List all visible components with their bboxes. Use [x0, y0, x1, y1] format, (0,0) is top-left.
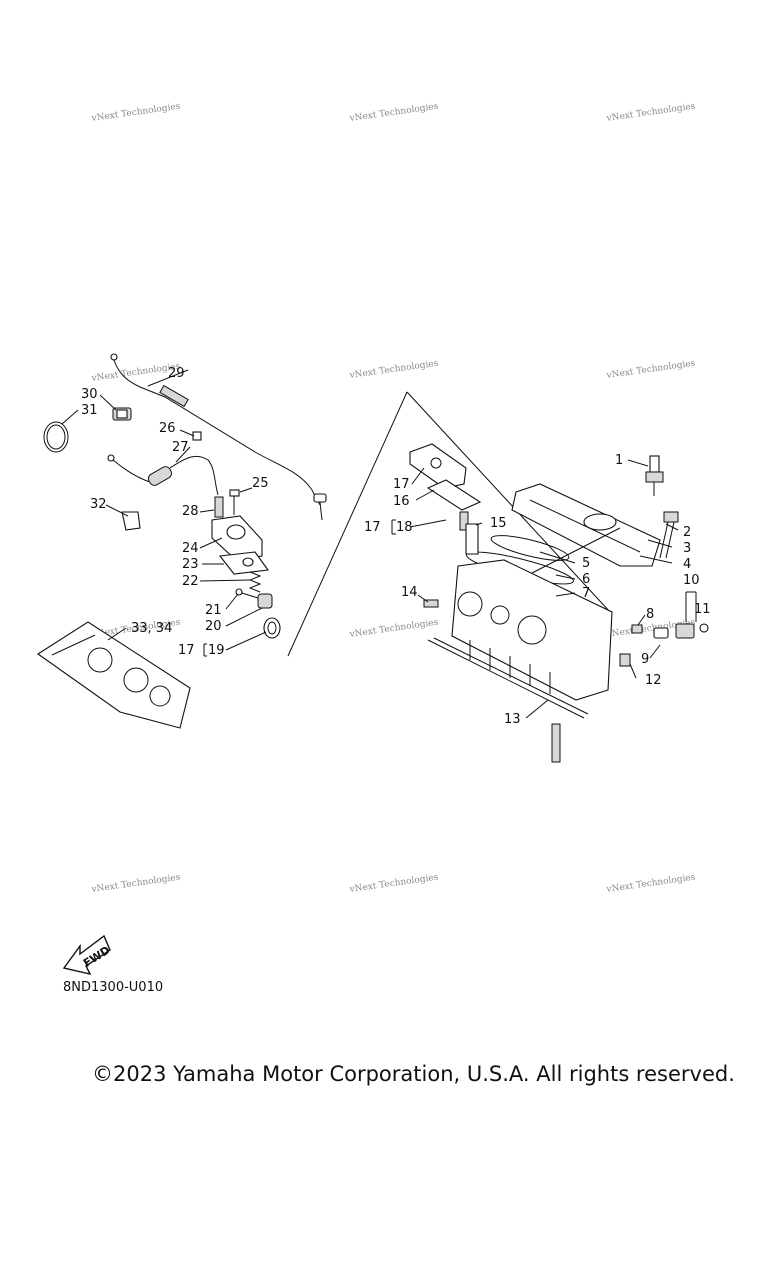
explosion-lines — [287, 391, 611, 657]
ring-clip — [43, 421, 69, 453]
watermark: vNext Technologies — [605, 359, 696, 382]
callout-14: 14 — [401, 585, 418, 600]
spring-22 — [248, 571, 262, 593]
callout-27: 27 — [172, 440, 189, 455]
stud-14 — [423, 599, 439, 608]
callout-11: 11 — [694, 602, 711, 617]
bolt-2 — [659, 511, 679, 559]
gasket-13 — [427, 637, 589, 763]
cylinder-head — [451, 559, 613, 701]
callout-20: 20 — [205, 619, 222, 634]
callout-17-mid: 17 — [364, 520, 381, 535]
callout-29: 29 — [168, 366, 185, 381]
bracket-32 — [121, 511, 141, 531]
callout-31: 31 — [81, 403, 98, 418]
callout-22: 22 — [182, 574, 199, 589]
callout-9: 9 — [641, 652, 649, 667]
callout-18: 18 — [396, 520, 413, 535]
callout-17-left: 17 — [178, 643, 195, 658]
watermark: vNext Technologies — [605, 873, 696, 896]
cable-clamp — [112, 407, 132, 421]
callout-19: 19 — [208, 643, 225, 658]
throttle-cable — [110, 353, 327, 521]
copyright-notice: ©2023 Yamaha Motor Corporation, U.S.A. A… — [92, 1062, 735, 1086]
diagram-code: 8ND1300-U010 — [63, 980, 164, 995]
callout-17-top: 17 — [393, 477, 410, 492]
callout-24: 24 — [182, 541, 199, 556]
callout-26: 26 — [159, 421, 176, 436]
watermark: vNext Technologies — [90, 102, 181, 125]
watermark: vNext Technologies — [348, 873, 439, 896]
gasket-kit — [37, 621, 191, 729]
fitting-assembly — [235, 588, 281, 639]
housing-assembly — [211, 496, 269, 575]
callout-25: 25 — [252, 476, 269, 491]
callout-8: 8 — [646, 607, 654, 622]
leader-lines — [61, 369, 697, 719]
manifold-parts — [409, 443, 482, 555]
choke-cable — [107, 431, 219, 496]
callout-4: 4 — [683, 557, 691, 572]
bolt-25 — [229, 489, 240, 515]
callout-1: 1 — [615, 453, 623, 468]
watermark: vNext Technologies — [348, 359, 439, 382]
callout-33-34: 33, 34 — [131, 621, 172, 636]
callout-30: 30 — [81, 387, 98, 402]
callout-6: 6 — [582, 572, 590, 587]
callout-5: 5 — [582, 556, 590, 571]
callout-2: 2 — [683, 525, 691, 540]
head-cover — [511, 483, 661, 567]
watermark: vNext Technologies — [605, 102, 696, 125]
callout-21: 21 — [205, 603, 222, 618]
callout-28: 28 — [182, 504, 199, 519]
callout-13: 13 — [504, 712, 521, 727]
callouts: 1 2 3 4 5 6 7 8 9 10 11 12 13 14 15 16 1… — [81, 366, 711, 727]
callout-7: 7 — [582, 586, 590, 601]
fwd-arrow-icon: FWD — [62, 934, 112, 976]
watermark: vNext Technologies — [90, 873, 181, 896]
callout-32: 32 — [90, 497, 107, 512]
callout-23: 23 — [182, 557, 199, 572]
watermark: vNext Technologies — [348, 102, 439, 125]
spark-plug — [645, 455, 664, 496]
callout-16: 16 — [393, 494, 410, 509]
watermark: vNext Technologies — [348, 618, 439, 641]
sensor-assembly — [619, 623, 709, 667]
callout-3: 3 — [683, 541, 691, 556]
callout-15: 15 — [490, 516, 507, 531]
callout-12: 12 — [645, 673, 662, 688]
callout-10: 10 — [683, 573, 700, 588]
